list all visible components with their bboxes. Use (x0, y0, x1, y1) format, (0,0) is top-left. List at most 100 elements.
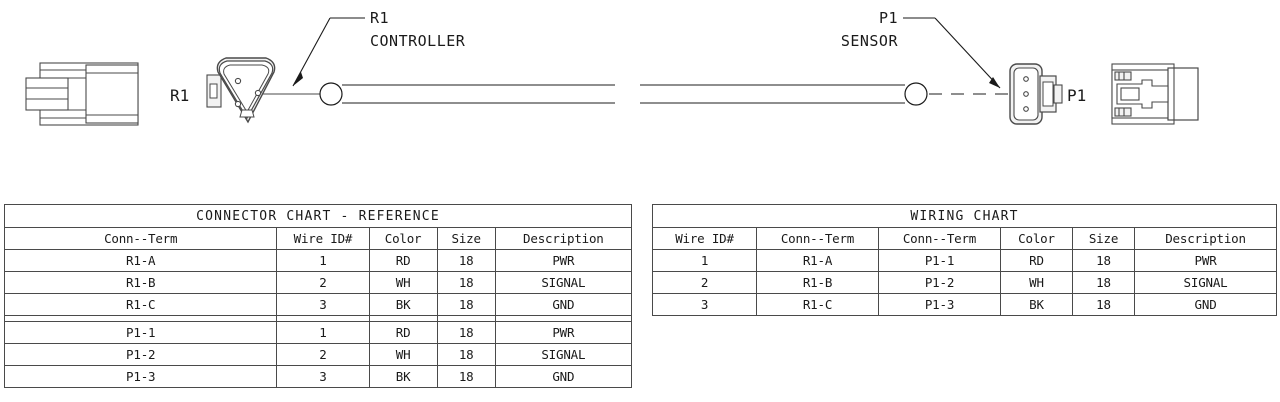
cell-description: GND (494, 365, 633, 388)
cell-description: SIGNAL (494, 271, 633, 294)
connector-chart-header-row: Conn--Term Wire ID# Color Size Descripti… (3, 227, 633, 250)
cell-size: 18 (436, 343, 496, 366)
col-header-color: Color (368, 227, 438, 250)
cable-end-left (319, 82, 343, 106)
cell-conn-term-to: P1-2 (878, 271, 1001, 294)
r1-pin-b (254, 89, 262, 97)
cell-size: 18 (436, 293, 496, 316)
r1-ref-label: R1 (170, 86, 189, 105)
p1-pin-3 (1023, 106, 1029, 112)
cell-description: GND (494, 293, 633, 316)
cell-color: BK (368, 365, 438, 388)
p1-side-view (1111, 63, 1199, 125)
col-header-color: Color (1000, 227, 1073, 250)
connector-chart-table: CONNECTOR CHART - REFERENCE Conn--Term W… (3, 204, 633, 388)
cell-wire-id: 1 (652, 249, 757, 272)
wiring-chart-table: WIRING CHART Wire ID# Conn--Term Conn--T… (651, 204, 1278, 316)
table-row: R1-B 2 WH 18 SIGNAL (3, 271, 633, 294)
col-header-description: Description (1133, 227, 1278, 250)
cell-wire-id: 1 (276, 321, 370, 344)
wiring-chart-header-row: Wire ID# Conn--Term Conn--Term Color Siz… (652, 227, 1278, 250)
cell-wire-id: 2 (652, 271, 757, 294)
table-row: P1-2 2 WH 18 SIGNAL (3, 343, 633, 366)
p1-ref-label: P1 (1067, 86, 1086, 105)
cell-size: 18 (1072, 293, 1135, 316)
cable-end-right (904, 82, 928, 106)
cell-conn-term-to: P1-1 (878, 249, 1001, 272)
r1-callout-arrowhead (293, 72, 303, 86)
table-row: P1-3 3 BK 18 GND (3, 365, 633, 388)
table-row: P1-1 1 RD 18 PWR (3, 321, 633, 344)
cell-color: RD (1000, 249, 1073, 272)
col-header-conn-term-from: Conn--Term (756, 227, 879, 250)
cell-color: WH (368, 271, 438, 294)
cell-conn-term: R1-C (3, 293, 278, 316)
table-row: R1-A 1 RD 18 PWR (3, 249, 633, 272)
harness-cable (262, 82, 928, 106)
diagram-canvas: R1 R1 CONTROLLER (25, 9, 1199, 126)
cell-wire-id: 3 (276, 293, 370, 316)
cell-conn-term-from: R1-A (756, 249, 879, 272)
col-header-conn-term: Conn--Term (3, 227, 278, 250)
p1-callout-arrowhead (989, 77, 1000, 88)
connector-chart-title: CONNECTOR CHART - REFERENCE (4, 204, 632, 228)
cell-color: WH (368, 343, 438, 366)
r1-callout-leader (292, 17, 365, 87)
cell-color: BK (1000, 293, 1073, 316)
cell-description: SIGNAL (494, 343, 633, 366)
cell-color: BK (368, 293, 438, 316)
cell-wire-id: 2 (276, 271, 370, 294)
cell-wire-id: 3 (652, 293, 757, 316)
cell-description: GND (1133, 293, 1278, 316)
table-row: R1-C 3 BK 18 GND (3, 293, 633, 316)
col-header-size: Size (436, 227, 496, 250)
cell-conn-term-to: P1-3 (878, 293, 1001, 316)
r1-side-view (25, 62, 139, 126)
cell-conn-term-from: R1-B (756, 271, 879, 294)
p1-callout-leader (903, 17, 1001, 89)
cell-conn-term: R1-A (3, 249, 278, 272)
table-row: 2 R1-B P1-2 WH 18 SIGNAL (652, 271, 1278, 294)
col-header-wire-id: Wire ID# (276, 227, 370, 250)
r1-pin-a (234, 77, 242, 85)
cell-wire-id: 2 (276, 343, 370, 366)
r1-pin-c (234, 100, 242, 108)
cell-size: 18 (1072, 271, 1135, 294)
col-header-wire-id: Wire ID# (652, 227, 757, 250)
table-row: 3 R1-C P1-3 BK 18 GND (652, 293, 1278, 316)
r1-callout-line1: R1 (370, 9, 389, 27)
cell-color: RD (368, 321, 438, 344)
wiring-diagram: R1 R1 CONTROLLER (0, 0, 1280, 200)
p1-callout-line2: SENSOR (841, 32, 899, 50)
cell-conn-term: P1-2 (3, 343, 278, 366)
cell-size: 18 (1072, 249, 1135, 272)
cell-conn-term: P1-3 (3, 365, 278, 388)
cell-wire-id: 3 (276, 365, 370, 388)
cell-conn-term-from: R1-C (756, 293, 879, 316)
table-row: 1 R1-A P1-1 RD 18 PWR (652, 249, 1278, 272)
cell-color: RD (368, 249, 438, 272)
col-header-description: Description (494, 227, 633, 250)
r1-callout-line2: CONTROLLER (370, 32, 466, 50)
cell-description: PWR (494, 321, 633, 344)
p1-callout-line1: P1 (879, 9, 898, 27)
cell-color: WH (1000, 271, 1073, 294)
cell-size: 18 (436, 365, 496, 388)
wiring-chart-title-row: WIRING CHART (651, 204, 1278, 228)
p1-pin-2 (1023, 91, 1029, 97)
cell-wire-id: 1 (276, 249, 370, 272)
cell-description: PWR (494, 249, 633, 272)
cell-size: 18 (436, 249, 496, 272)
cell-conn-term: R1-B (3, 271, 278, 294)
cell-description: SIGNAL (1133, 271, 1278, 294)
p1-face-view (1009, 63, 1063, 125)
connector-chart-title-row: CONNECTOR CHART - REFERENCE (4, 204, 632, 228)
col-header-conn-term-to: Conn--Term (878, 227, 1001, 250)
r1-face-view (206, 57, 276, 124)
cell-conn-term: P1-1 (3, 321, 278, 344)
cell-size: 18 (436, 271, 496, 294)
wiring-chart-title: WIRING CHART (651, 204, 1278, 228)
cell-description: PWR (1133, 249, 1278, 272)
cell-size: 18 (436, 321, 496, 344)
col-header-size: Size (1072, 227, 1135, 250)
